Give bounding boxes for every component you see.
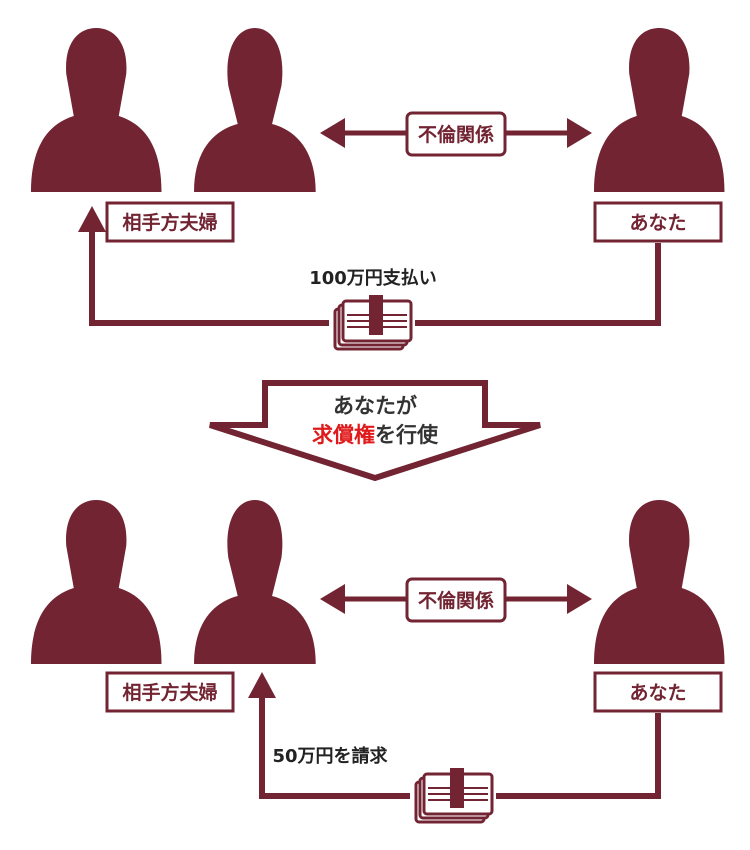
panel-top: 不倫関係 相手方夫婦 あなた 100万円支払い: [31, 28, 725, 353]
transition-rest: を行使: [375, 423, 439, 447]
you-label-box: あなた: [593, 671, 723, 713]
relation-arrow: 不倫関係: [320, 111, 592, 157]
transition-line1: あなたが: [333, 394, 417, 418]
man-icon: [194, 28, 316, 192]
man-icon: [194, 500, 316, 664]
couple-label-box: 相手方夫婦: [105, 671, 235, 713]
money-label: 50万円を請求: [272, 745, 388, 767]
couple-label: 相手方夫婦: [122, 681, 217, 704]
panel-bottom: 不倫関係 相手方夫婦 あなた 50万円を請求: [31, 500, 725, 826]
money-label: 100万円支払い: [309, 267, 437, 289]
transition-arrow: あなたが 求償権を行使: [209, 380, 541, 482]
woman-icon: [31, 28, 162, 192]
you-label: あなた: [629, 682, 686, 704]
woman-icon: [31, 500, 162, 664]
relation-arrow: 不倫関係: [320, 577, 592, 623]
woman-icon: [594, 28, 725, 192]
you-label: あなた: [629, 212, 686, 234]
transition-line2: 求償権を行使: [312, 423, 439, 447]
cash-bundle-icon: [410, 764, 496, 826]
transition-highlight: 求償権: [312, 423, 375, 447]
couple-label-box: 相手方夫婦: [105, 201, 235, 243]
relation-label: 不倫関係: [418, 123, 494, 146]
woman-icon: [594, 500, 725, 664]
couple-label: 相手方夫婦: [122, 211, 217, 234]
cash-bundle-icon: [329, 291, 415, 353]
relation-label: 不倫関係: [418, 589, 494, 612]
you-label-box: あなた: [593, 201, 723, 243]
